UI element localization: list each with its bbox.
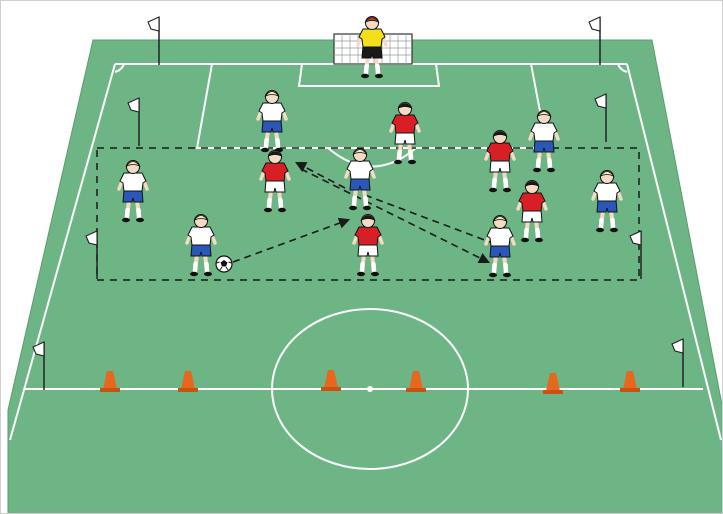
pitch-surface: [8, 40, 723, 514]
center-spot: [367, 386, 373, 392]
soccer-ball: [216, 256, 232, 272]
